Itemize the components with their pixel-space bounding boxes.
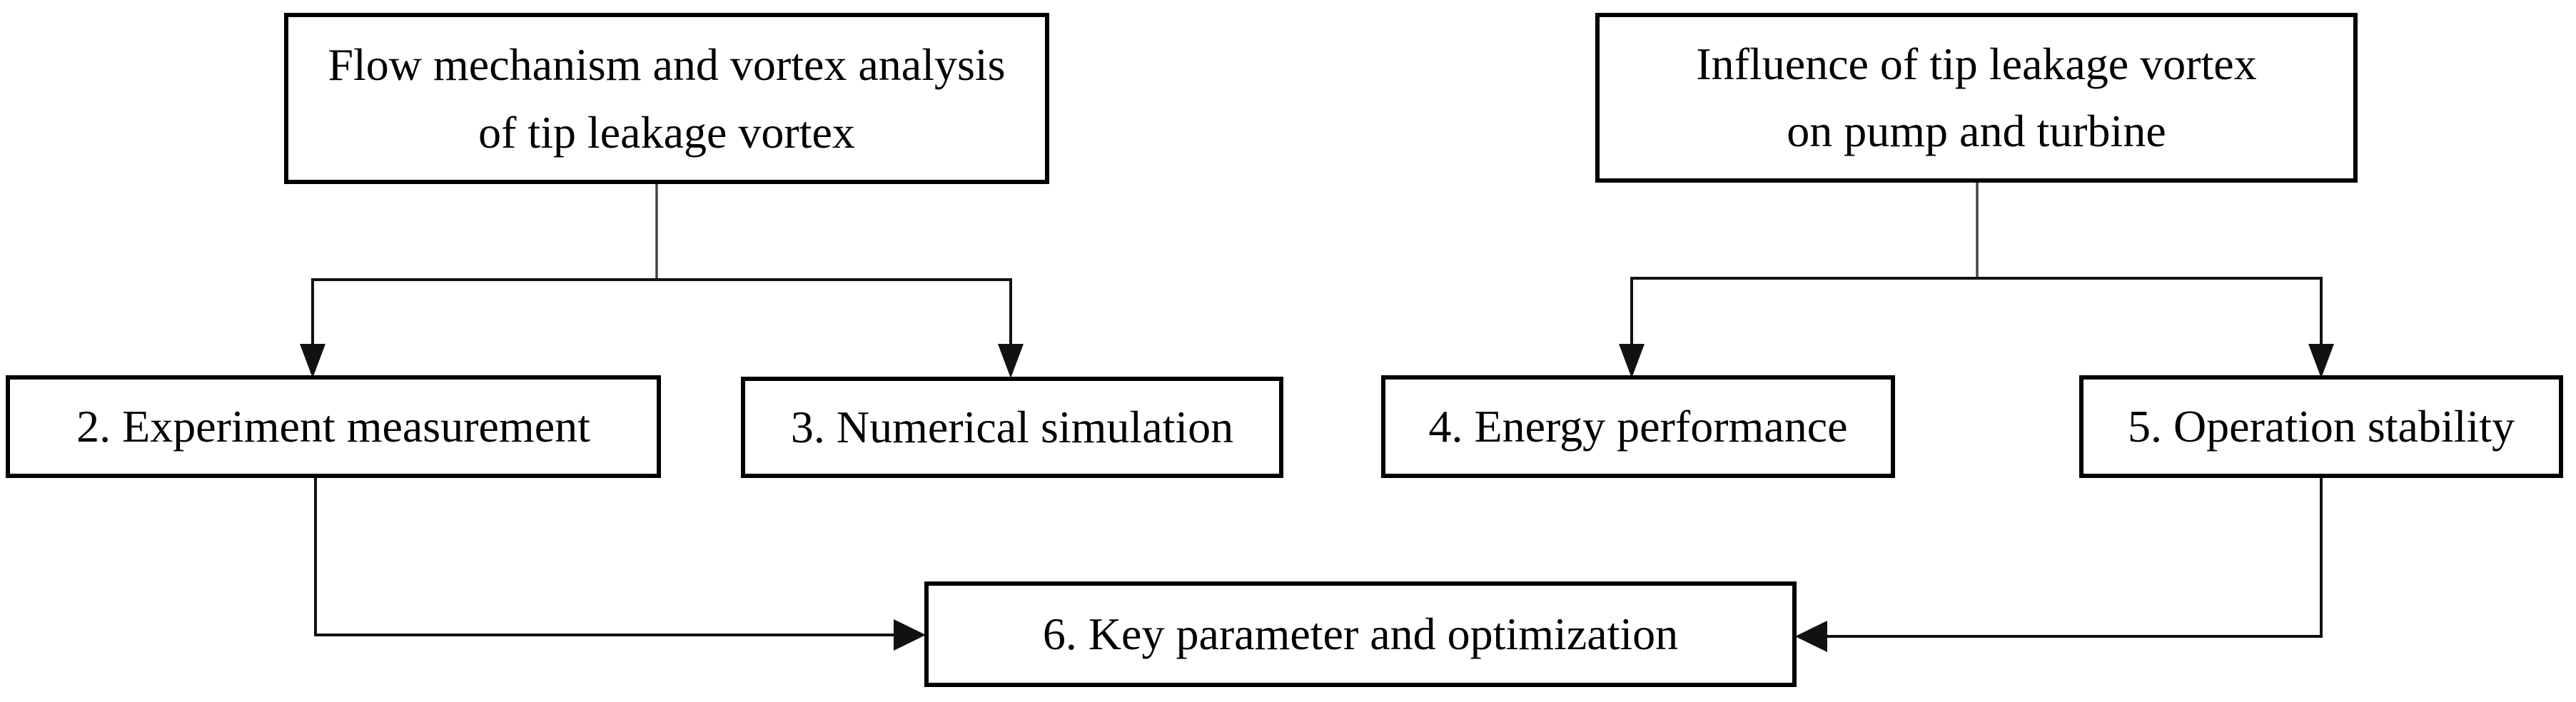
edge-operation-to-key-parameter [1795, 477, 2323, 652]
node-energy-performance-label: 4. Energy performance [1428, 401, 1848, 452]
arrowhead-left-icon [1795, 621, 1827, 652]
edge-fork-line [311, 278, 1012, 358]
node-key-parameter-optimization: 6. Key parameter and optimization [924, 581, 1797, 687]
edge-influence-fork [1619, 181, 2334, 378]
edge-fork-line [1630, 277, 2323, 358]
node-operation-stability-label: 5. Operation stability [2127, 401, 2515, 452]
node-influence-line1: Influence of tip leakage vortex [1696, 38, 2257, 89]
node-numerical-simulation: 3. Numerical simulation [741, 377, 1283, 478]
node-influence: Influence of tip leakage vortex on pump … [1595, 13, 2358, 183]
node-flow-mechanism-line1: Flow mechanism and vortex analysis [328, 39, 1006, 90]
node-numerical-simulation-label: 3. Numerical simulation [790, 402, 1234, 453]
node-flow-mechanism-line2: of tip leakage vortex [478, 106, 855, 158]
node-flow-mechanism: Flow mechanism and vortex analysis of ti… [284, 13, 1049, 184]
arrowhead-down-icon [300, 344, 325, 378]
node-influence-line2: on pump and turbine [1787, 106, 2166, 157]
node-key-parameter-optimization-label: 6. Key parameter and optimization [1042, 609, 1679, 660]
arrowhead-down-icon [1619, 344, 1645, 378]
arrowhead-right-icon [894, 619, 926, 651]
node-energy-performance: 4. Energy performance [1381, 375, 1895, 478]
node-experiment-measurement: 2. Experiment measurement [6, 375, 661, 478]
edge-elbow-line [1824, 477, 2323, 638]
node-experiment-measurement-label: 2. Experiment measurement [76, 401, 590, 452]
edge-flow-mechanism-fork [300, 183, 1024, 378]
edge-elbow-line [314, 477, 898, 636]
node-operation-stability: 5. Operation stability [2079, 375, 2563, 478]
arrowhead-down-icon [998, 344, 1024, 378]
arrowhead-down-icon [2308, 344, 2334, 378]
edge-experiment-to-key-parameter [314, 477, 926, 651]
